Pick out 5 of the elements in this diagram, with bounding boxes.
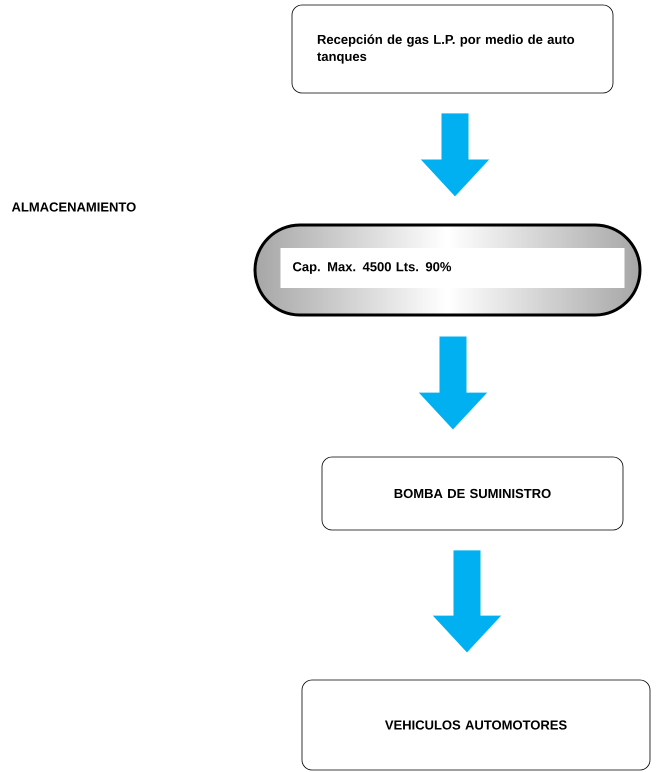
tank: Cap. Max. 4500 Lts. 90% xyxy=(254,224,642,316)
section-label: ALMACENAMIENTO xyxy=(12,202,136,212)
process-box: Recepción de gas L.P. por medio de auto tanques xyxy=(292,4,614,94)
process-box: VEHICULOS AUTOMOTORES xyxy=(302,680,650,770)
process-box: BOMBA DE SUMINISTRO xyxy=(322,456,624,530)
